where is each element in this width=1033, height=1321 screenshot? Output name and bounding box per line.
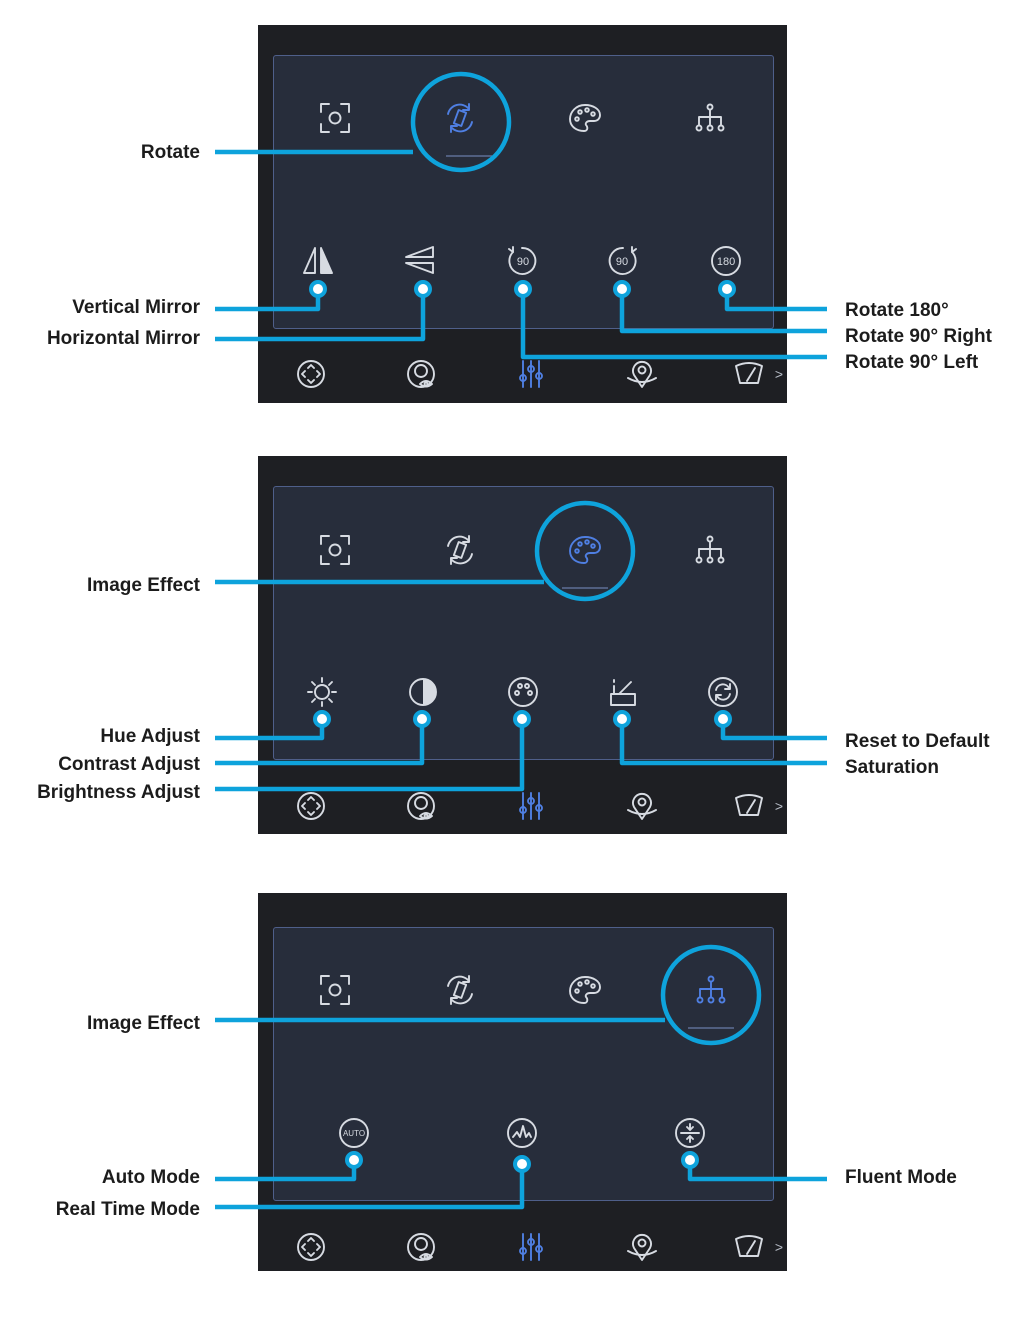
sliders-icon[interactable] (519, 792, 543, 820)
screen-rotate: 90 90 180 (258, 25, 787, 403)
rotate-icon[interactable] (447, 103, 473, 133)
label-vertical-mirror: Vertical Mirror (72, 297, 200, 318)
label-contrast-adjust: Contrast Adjust (58, 754, 200, 775)
label-horizontal-mirror: Horizontal Mirror (46, 328, 200, 349)
rotate-icon[interactable] (447, 975, 473, 1005)
camera-eye-icon[interactable] (407, 1233, 435, 1261)
palette-icon[interactable] (569, 536, 601, 564)
label-fluent-mode: Fluent Mode (845, 1167, 957, 1188)
wiper-icon[interactable] (735, 362, 763, 384)
label-rotate: Rotate (140, 142, 200, 163)
saturation-icon[interactable] (610, 679, 636, 706)
label-image-effect: Image Effect (87, 575, 200, 596)
rotate-icon[interactable] (447, 535, 473, 565)
capture-frame-icon[interactable] (320, 975, 350, 1005)
waveform-icon[interactable] (507, 1118, 537, 1148)
label-real-time-mode: Real Time Mode (55, 1199, 200, 1220)
svg-text:90: 90 (616, 256, 628, 268)
sun-icon[interactable] (307, 677, 337, 707)
wiper-icon[interactable] (735, 1235, 763, 1257)
location-pin-icon[interactable] (627, 361, 657, 388)
label-hue-adjust: Hue Adjust (100, 726, 200, 747)
palette-icon[interactable] (569, 976, 601, 1004)
hierarchy-icon[interactable] (695, 103, 725, 132)
fluent-icon[interactable] (675, 1118, 705, 1148)
palette-icon[interactable] (508, 677, 538, 707)
hierarchy-icon[interactable] (695, 535, 725, 564)
label-auto-mode: Auto Mode (101, 1167, 200, 1188)
label-rotate-90-left: Rotate 90° Left (845, 352, 979, 373)
rotate-180-icon[interactable]: 180 (711, 246, 741, 276)
hierarchy-icon[interactable] (696, 975, 726, 1004)
label-reset-to-default: Reset to Default (845, 731, 990, 752)
label-rotate-90-right: Rotate 90° Right (845, 326, 992, 347)
rotate-right-icon[interactable]: 90 (608, 246, 637, 275)
capture-frame-icon[interactable] (320, 535, 350, 565)
sliders-icon[interactable] (519, 1233, 543, 1261)
wiper-icon[interactable] (735, 794, 763, 816)
sliders-icon[interactable] (519, 360, 543, 388)
svg-text:90: 90 (517, 256, 529, 268)
svg-text:180: 180 (717, 256, 735, 268)
rotate-left-icon[interactable]: 90 (508, 246, 537, 275)
svg-text:AUTO: AUTO (343, 1129, 365, 1138)
screen-image-effect: > (258, 456, 787, 834)
more-chevron[interactable]: > (775, 366, 783, 382)
pan-arrows-icon[interactable] (297, 792, 325, 820)
screen-mode: AUTO > (258, 893, 787, 1271)
reset-icon[interactable] (708, 677, 738, 707)
auto-icon[interactable]: AUTO (339, 1118, 369, 1148)
palette-icon[interactable] (569, 104, 601, 132)
more-chevron[interactable]: > (775, 798, 783, 814)
pan-arrows-icon[interactable] (297, 360, 325, 388)
label-brightness-adjust: Brightness Adjust (37, 782, 200, 803)
label-saturation: Saturation (845, 757, 939, 778)
label-rotate-180: Rotate 180° (845, 300, 949, 321)
contrast-icon[interactable] (409, 678, 437, 706)
capture-frame-icon[interactable] (320, 103, 350, 133)
pan-arrows-icon[interactable] (297, 1233, 325, 1261)
location-pin-icon[interactable] (627, 793, 657, 820)
camera-eye-icon[interactable] (407, 792, 435, 820)
label-image-effect-mode: Image Effect (87, 1013, 200, 1034)
vertical-mirror-icon[interactable] (303, 247, 333, 274)
more-chevron[interactable]: > (775, 1239, 783, 1255)
location-pin-icon[interactable] (627, 1234, 657, 1261)
horizontal-mirror-icon[interactable] (405, 246, 434, 274)
camera-eye-icon[interactable] (407, 360, 435, 388)
